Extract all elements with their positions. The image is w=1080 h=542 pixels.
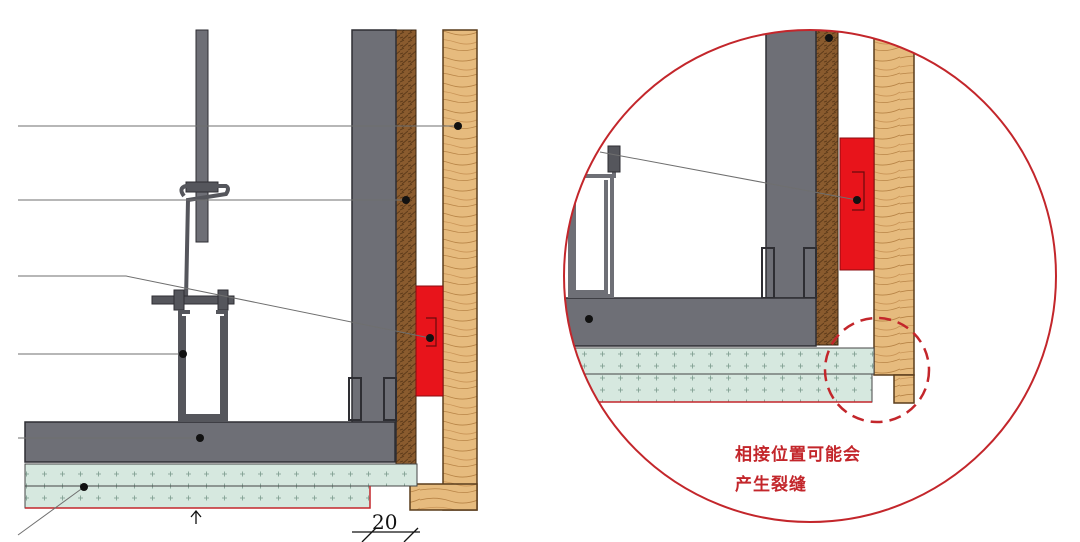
dimension-label: 20	[372, 510, 398, 534]
left-detail	[17, 29, 478, 542]
c-channel	[178, 310, 228, 422]
zoom-detail	[563, 29, 1057, 523]
zoom-base-board	[815, 30, 839, 346]
crack-note-line2: 产生裂缝	[735, 475, 807, 495]
dimension-marks	[190, 509, 420, 542]
wood-panel-foot	[409, 483, 478, 511]
gypsum-board-upper	[24, 463, 418, 487]
leader-dots	[80, 122, 462, 491]
leader-lines	[17, 125, 458, 536]
zoom-wood-panel-foot	[893, 374, 915, 404]
crack-highlight-circle	[823, 316, 931, 424]
crack-note-line1: 相接位置可能会	[735, 445, 861, 465]
gypsum-board-lower	[24, 485, 371, 509]
zoom-horizontal-beam	[564, 297, 817, 347]
hanger-rod	[195, 29, 209, 243]
zoom-wood-panel	[873, 30, 915, 376]
cross-bolt	[151, 295, 235, 305]
wood-panel	[442, 29, 478, 511]
zoom-hanger-channel	[568, 150, 616, 298]
zoom-circle	[563, 29, 1057, 523]
base-board	[395, 29, 417, 485]
vertical-steel-stud	[351, 29, 397, 461]
horizontal-steel-beam	[24, 421, 396, 463]
